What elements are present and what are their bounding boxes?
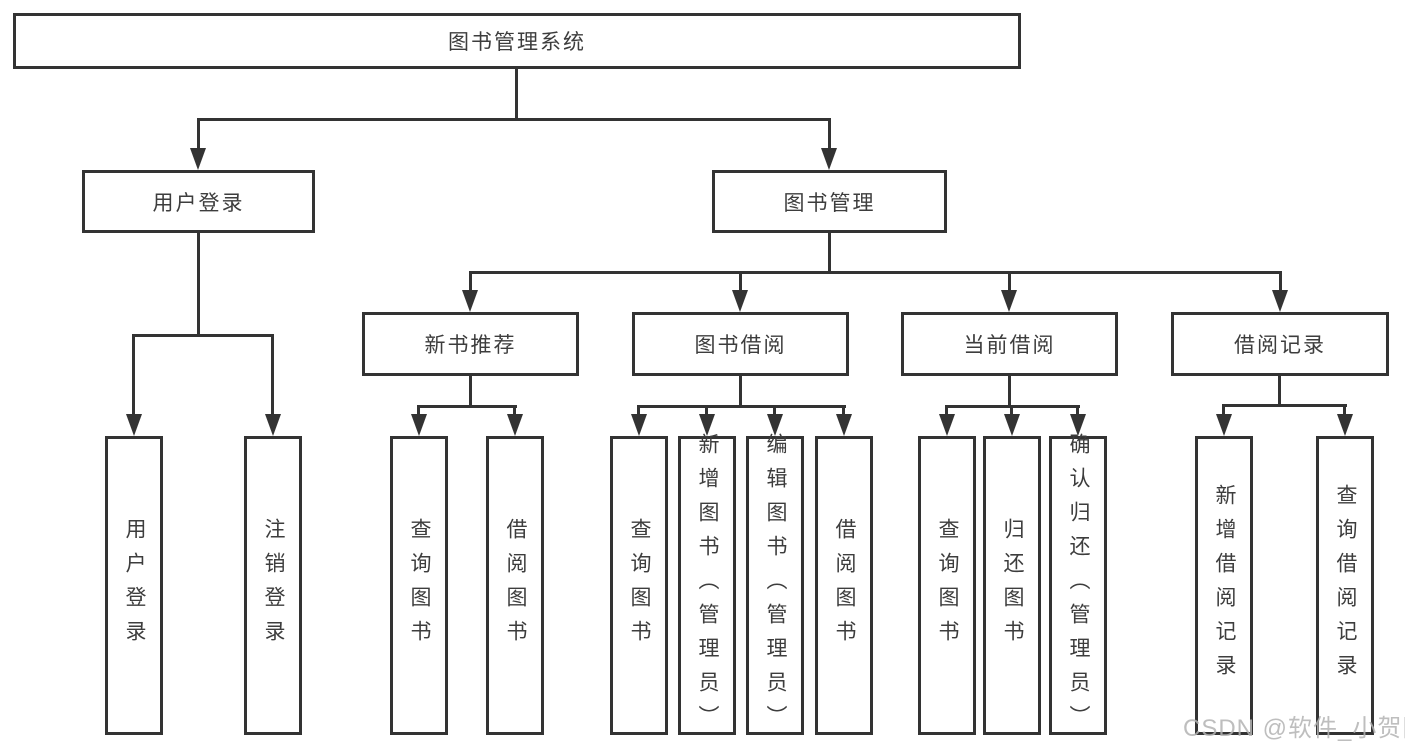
connector-book-borrowing-trunk xyxy=(739,376,742,407)
node-new-book-recommend: 新书推荐 xyxy=(362,312,579,376)
connector-user-login-hbar xyxy=(132,334,274,337)
node-current-borrowing: 当前借阅 xyxy=(901,312,1118,376)
leaf-borrow-books: 借阅图书 xyxy=(815,436,873,735)
connector-user-login-trunk xyxy=(197,233,200,336)
arrowhead-leaf xyxy=(1070,414,1086,436)
connector-stub xyxy=(705,405,708,418)
root-node-label: 图书管理系统 xyxy=(448,31,586,54)
connector-stub-current-borrowing xyxy=(1008,271,1011,293)
connector-stub xyxy=(1222,404,1225,418)
leaf-return-books: 归还图书 xyxy=(983,436,1041,735)
arrowhead-new-book-recommend xyxy=(462,290,478,312)
connector-stub-book-management xyxy=(828,118,831,152)
leaf-user-login-label: 用户登录 xyxy=(123,517,146,654)
leaf-logout-label: 注销登录 xyxy=(262,517,285,654)
node-new-book-recommend-label: 新书推荐 xyxy=(424,334,517,357)
connector-stub-book-borrowing xyxy=(739,271,742,293)
connector-level3-hbar xyxy=(469,271,1281,274)
connector-stub-leaf-login xyxy=(132,334,135,418)
connector-stub xyxy=(417,405,420,418)
arrowhead-leaf xyxy=(1337,414,1353,436)
arrowhead-leaf-login xyxy=(126,414,142,436)
leaf-query-books-recommend: 查询图书 xyxy=(390,436,448,735)
node-current-borrowing-label: 当前借阅 xyxy=(963,334,1056,357)
arrowhead-book-management xyxy=(821,148,837,170)
arrowhead-leaf xyxy=(631,414,647,436)
connector-book-borrowing-hbar xyxy=(637,405,846,408)
node-book-management: 图书管理 xyxy=(712,170,947,233)
arrowhead-leaf xyxy=(939,414,955,436)
connector-root-trunk xyxy=(515,69,518,120)
node-user-login: 用户登录 xyxy=(82,170,315,233)
connector-stub xyxy=(842,405,845,418)
leaf-edit-books-admin: 编辑图书（管理员） xyxy=(746,433,804,739)
leaf-query-books-borrowing-label: 查询图书 xyxy=(628,517,651,654)
leaf-query-books-recommend-label: 查询图书 xyxy=(408,517,431,654)
connector-current-borrowing-trunk xyxy=(1008,376,1011,407)
node-borrowing-records-label: 借阅记录 xyxy=(1234,334,1326,357)
arrowhead-leaf-logout xyxy=(265,414,281,436)
arrowhead-book-borrowing xyxy=(732,290,748,312)
connector-borrowing-records-trunk xyxy=(1278,376,1281,406)
connector-stub xyxy=(637,405,640,418)
arrowhead-leaf xyxy=(836,414,852,436)
connector-stub-borrowing-records xyxy=(1279,271,1282,293)
leaf-edit-books-admin-label: 编辑图书（管理员） xyxy=(764,432,787,739)
arrowhead-leaf xyxy=(767,414,783,436)
connector-stub-user-login xyxy=(197,118,200,152)
connector-stub xyxy=(773,405,776,418)
leaf-query-books-borrowing: 查询图书 xyxy=(610,436,668,735)
arrowhead-user-login xyxy=(190,148,206,170)
connector-new-book-recommend-trunk xyxy=(469,376,472,407)
connector-borrowing-records-hbar xyxy=(1222,404,1347,407)
arrowhead-leaf xyxy=(507,414,523,436)
connector-stub-new-book-recommend xyxy=(469,271,472,293)
watermark-text: CSDN @软件_小贺同学 xyxy=(1183,715,1405,742)
arrowhead-leaf xyxy=(411,414,427,436)
connector-stub xyxy=(1343,404,1346,418)
node-book-borrowing: 图书借阅 xyxy=(632,312,849,376)
leaf-confirm-return-admin-label: 确认归还（管理员） xyxy=(1067,432,1090,739)
connector-level2-hbar xyxy=(197,118,831,121)
arrowhead-leaf xyxy=(699,414,715,436)
leaf-add-borrow-record: 新增借阅记录 xyxy=(1195,436,1253,735)
node-book-borrowing-label: 图书借阅 xyxy=(694,334,787,357)
leaf-add-books-admin-label: 新增图书（管理员） xyxy=(696,432,719,739)
leaf-borrow-books-recommend-label: 借阅图书 xyxy=(504,517,527,654)
arrowhead-leaf xyxy=(1004,414,1020,436)
leaf-borrow-books-recommend: 借阅图书 xyxy=(486,436,544,735)
arrowhead-borrowing-records xyxy=(1272,290,1288,312)
connector-new-book-recommend-hbar xyxy=(417,405,517,408)
connector-stub-leaf-logout xyxy=(271,334,274,418)
leaf-return-books-label: 归还图书 xyxy=(1001,517,1024,654)
arrowhead-current-borrowing xyxy=(1001,290,1017,312)
leaf-add-books-admin: 新增图书（管理员） xyxy=(678,433,736,739)
node-book-management-label: 图书管理 xyxy=(783,191,876,215)
leaf-query-books-current: 查询图书 xyxy=(918,436,976,735)
connector-stub xyxy=(1010,405,1013,418)
leaf-user-login: 用户登录 xyxy=(105,436,163,735)
root-node-library-management-system: 图书管理系统 xyxy=(13,13,1021,69)
leaf-borrow-books-label: 借阅图书 xyxy=(833,517,856,654)
leaf-logout: 注销登录 xyxy=(244,436,302,735)
connector-stub xyxy=(1076,405,1079,418)
node-user-login-label: 用户登录 xyxy=(152,191,245,215)
arrowhead-leaf xyxy=(1216,414,1232,436)
leaf-confirm-return-admin: 确认归还（管理员） xyxy=(1049,433,1107,739)
connector-stub xyxy=(945,405,948,418)
leaf-query-books-current-label: 查询图书 xyxy=(936,517,959,654)
node-borrowing-records: 借阅记录 xyxy=(1171,312,1389,376)
leaf-add-borrow-record-label: 新增借阅记录 xyxy=(1213,483,1236,688)
connector-book-management-trunk xyxy=(828,233,831,273)
leaf-query-borrow-record-label: 查询借阅记录 xyxy=(1334,483,1357,688)
leaf-query-borrow-record: 查询借阅记录 xyxy=(1316,436,1374,735)
connector-stub xyxy=(513,405,516,418)
